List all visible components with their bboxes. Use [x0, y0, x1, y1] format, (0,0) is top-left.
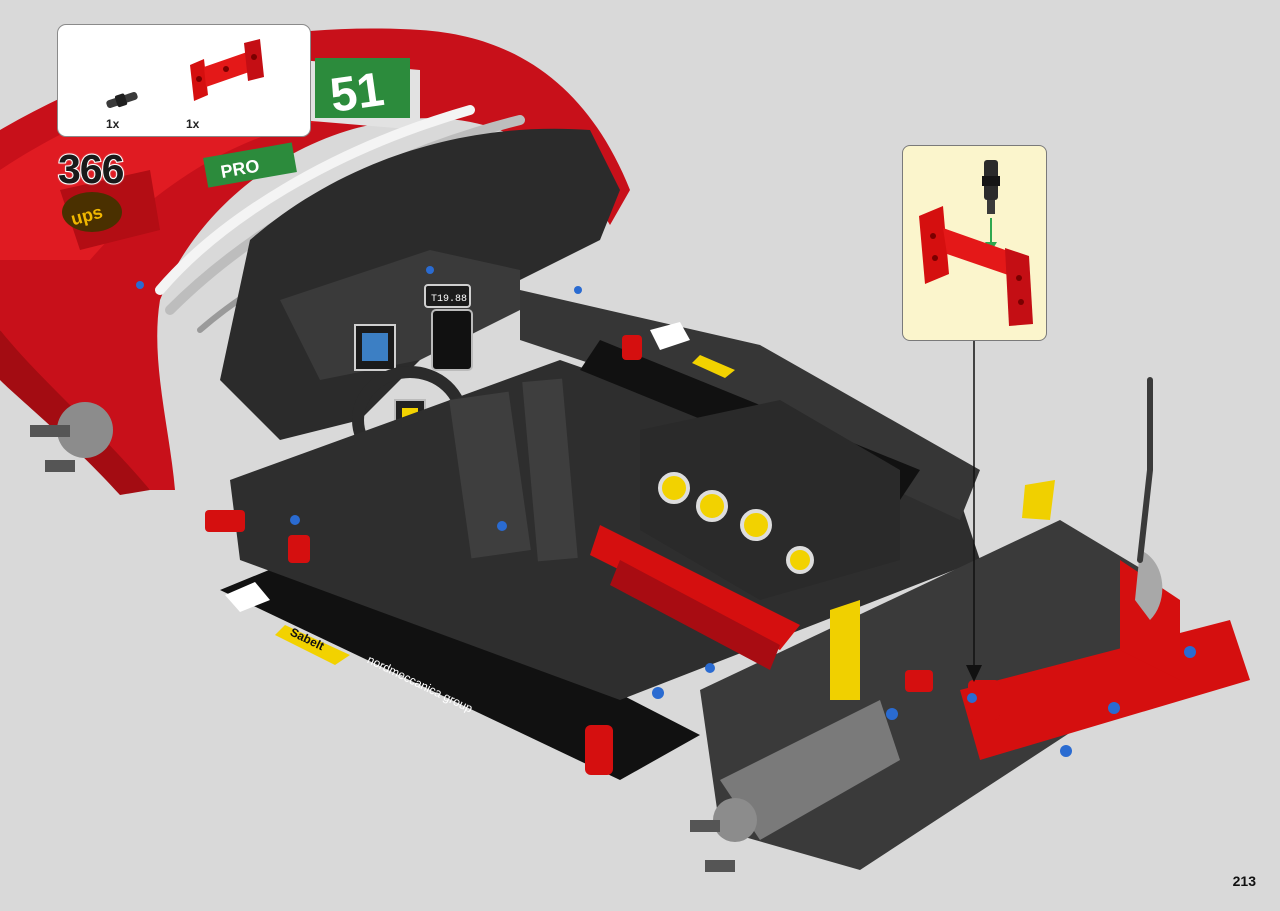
step-number: 366	[57, 145, 125, 193]
yellow-accents	[830, 480, 1055, 700]
antenna	[1137, 377, 1153, 563]
dash-display-decal: T19.88	[431, 294, 467, 305]
parts-list-box: 1x 1x	[57, 24, 311, 137]
wheel-hubs	[30, 402, 1163, 872]
hood-number-decal: 51	[327, 63, 387, 123]
page-number: 213	[1232, 873, 1256, 889]
axle-pin-part-icon	[106, 92, 138, 108]
h-beam-part-icon	[190, 39, 264, 101]
part-quantity: 1x	[106, 117, 120, 131]
assembly-diagram-icon	[919, 160, 1033, 326]
blue-pins	[136, 266, 1196, 757]
part-quantity: 1x	[186, 117, 200, 131]
red-cross-members	[205, 335, 1250, 775]
assembly-callout	[902, 145, 1047, 341]
callout-pointer	[966, 341, 982, 682]
